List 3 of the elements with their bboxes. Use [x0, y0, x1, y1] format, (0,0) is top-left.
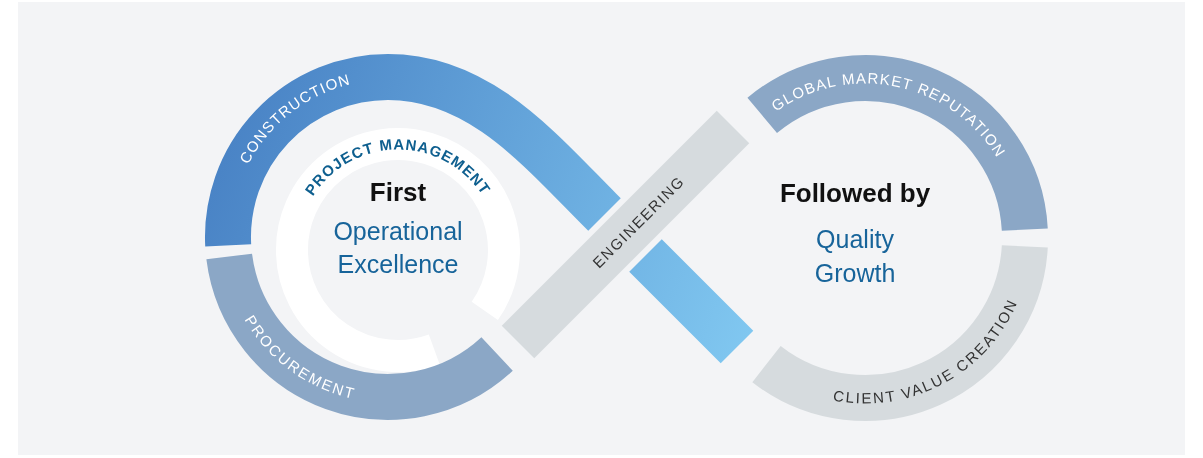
- center-text: Operational Excellence: [332, 216, 464, 280]
- center-text: Quality Growth: [813, 224, 897, 289]
- heading-text: Followed by: [778, 177, 932, 210]
